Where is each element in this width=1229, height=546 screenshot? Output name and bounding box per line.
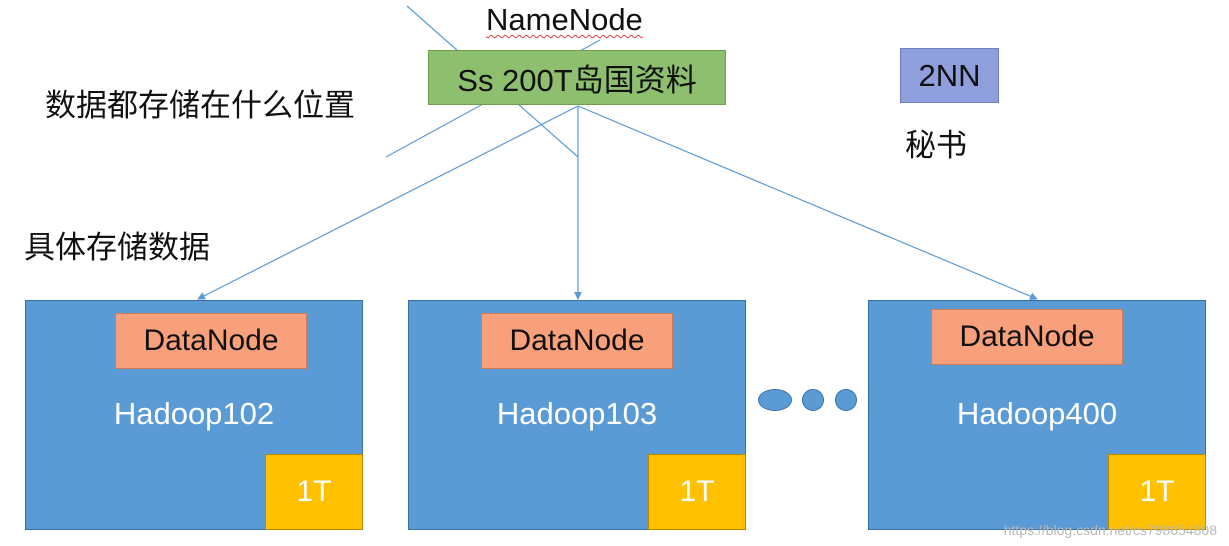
- disk-capacity: 1T: [265, 454, 363, 530]
- storage-label: 具体存储数据: [24, 230, 210, 265]
- watermark: https://blog.csdn.net/cs798654808: [1003, 522, 1217, 538]
- namenode-title: NameNode: [486, 2, 643, 37]
- disk-capacity: 1T: [648, 454, 746, 530]
- namenode-content: Ss 200T岛国资料: [457, 63, 697, 98]
- datanode-host-1: DataNode Hadoop102 1T: [25, 300, 363, 530]
- datanode-host-2: DataNode Hadoop103 1T: [408, 300, 746, 530]
- secondary-namenode-box: 2NN: [900, 48, 999, 103]
- question-label: 数据都存储在什么位置: [45, 88, 355, 123]
- datanode-host-3: DataNode Hadoop400 1T: [868, 300, 1206, 530]
- namenode-box: Ss 200T岛国资料: [428, 50, 726, 105]
- ellipsis-dot: [835, 389, 857, 411]
- arrow-to-hadoop102: [197, 105, 579, 300]
- host-name: Hadoop400: [956, 396, 1118, 431]
- secondary-namenode-label: 2NN: [918, 57, 981, 93]
- disk-capacity: 1T: [1108, 454, 1206, 530]
- ellipsis-dot: [758, 389, 792, 411]
- ellipsis-dot: [802, 389, 824, 411]
- host-name: Hadoop102: [113, 396, 275, 431]
- datanode-tag: DataNode: [481, 313, 673, 369]
- datanode-tag: DataNode: [115, 313, 307, 369]
- datanode-tag: DataNode: [931, 309, 1123, 365]
- host-name: Hadoop103: [496, 396, 658, 431]
- secondary-namenode-note: 秘书: [905, 128, 967, 163]
- arrow-to-hadoop400: [577, 105, 1038, 300]
